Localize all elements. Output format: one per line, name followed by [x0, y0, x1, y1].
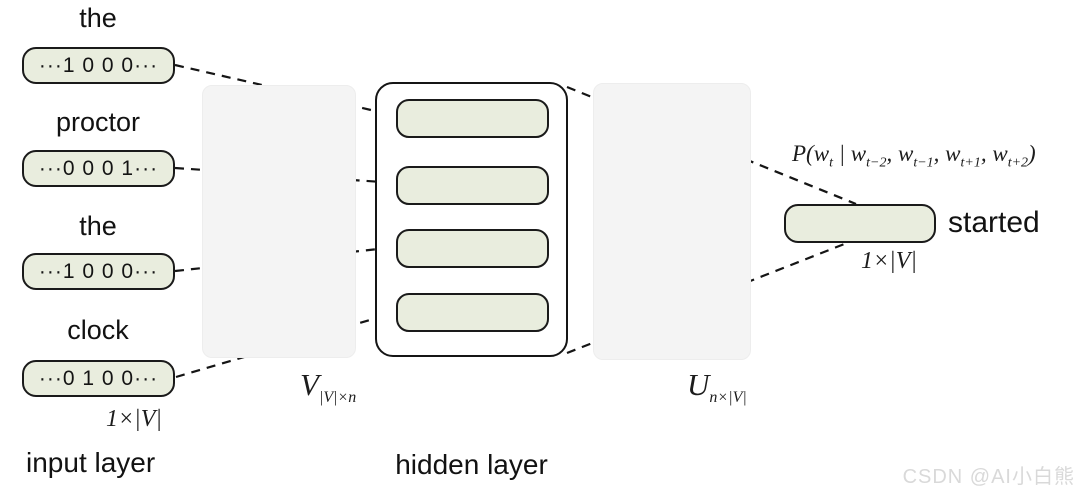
- hidden-unit-pill: [396, 229, 549, 268]
- input-word-label: clock: [67, 315, 129, 345]
- formula-sub: t−1: [913, 155, 934, 171]
- v-matrix-label: V|V|×n: [300, 369, 356, 413]
- hidden-unit-pill: [396, 99, 549, 138]
- hidden-layer-label: hidden layer: [395, 449, 548, 480]
- hidden-layer-box: [375, 82, 568, 357]
- formula-part: | w: [832, 141, 867, 166]
- v-matrix-subscript: |V|×n: [318, 389, 357, 407]
- input-dim-label: 1×|V|: [105, 406, 162, 432]
- input-layer-label: input layer: [26, 447, 156, 478]
- input-vector-pill: ···1 0 0 0···: [22, 253, 175, 290]
- input-word-label: the: [79, 211, 117, 241]
- formula-sub: t: [829, 155, 833, 171]
- hidden-unit-pill: [396, 293, 549, 332]
- formula-part: , w: [980, 141, 1008, 166]
- input-vector-pill: ···0 0 0 1···: [22, 150, 175, 187]
- u-matrix-label: Un×|V|: [687, 369, 747, 413]
- input-word-label: proctor: [55, 107, 141, 137]
- formula-sub: t−2: [866, 155, 887, 171]
- u-matrix-subscript: n×|V|: [709, 389, 747, 407]
- formula-part: P(w: [792, 141, 830, 166]
- input-vector-pill: ···1 0 0 0···: [22, 47, 175, 84]
- formula-part: , w: [886, 141, 914, 166]
- output-vector-pill: [784, 204, 936, 243]
- input-word-label: the: [79, 3, 117, 33]
- output-word-label: started: [948, 206, 1040, 239]
- input-vector-pill: ···0 1 0 0···: [22, 360, 175, 397]
- formula-part: ): [1028, 141, 1036, 166]
- u-matrix-panel: [593, 83, 751, 360]
- output-dim-label: 1×|V|: [860, 248, 918, 274]
- formula-sub: t+2: [1007, 155, 1029, 171]
- watermark: CSDN @AI小白熊: [902, 466, 1075, 488]
- v-matrix-base: V: [300, 367, 319, 402]
- hidden-unit-pill: [396, 166, 549, 205]
- u-matrix-base: U: [687, 367, 710, 402]
- v-matrix-panel: [202, 85, 356, 358]
- output-probability-formula: P(wt | wt−2, wt−1, wt+1, wt+2): [792, 141, 1036, 172]
- formula-part: , w: [933, 141, 961, 166]
- formula-sub: t+1: [960, 155, 981, 171]
